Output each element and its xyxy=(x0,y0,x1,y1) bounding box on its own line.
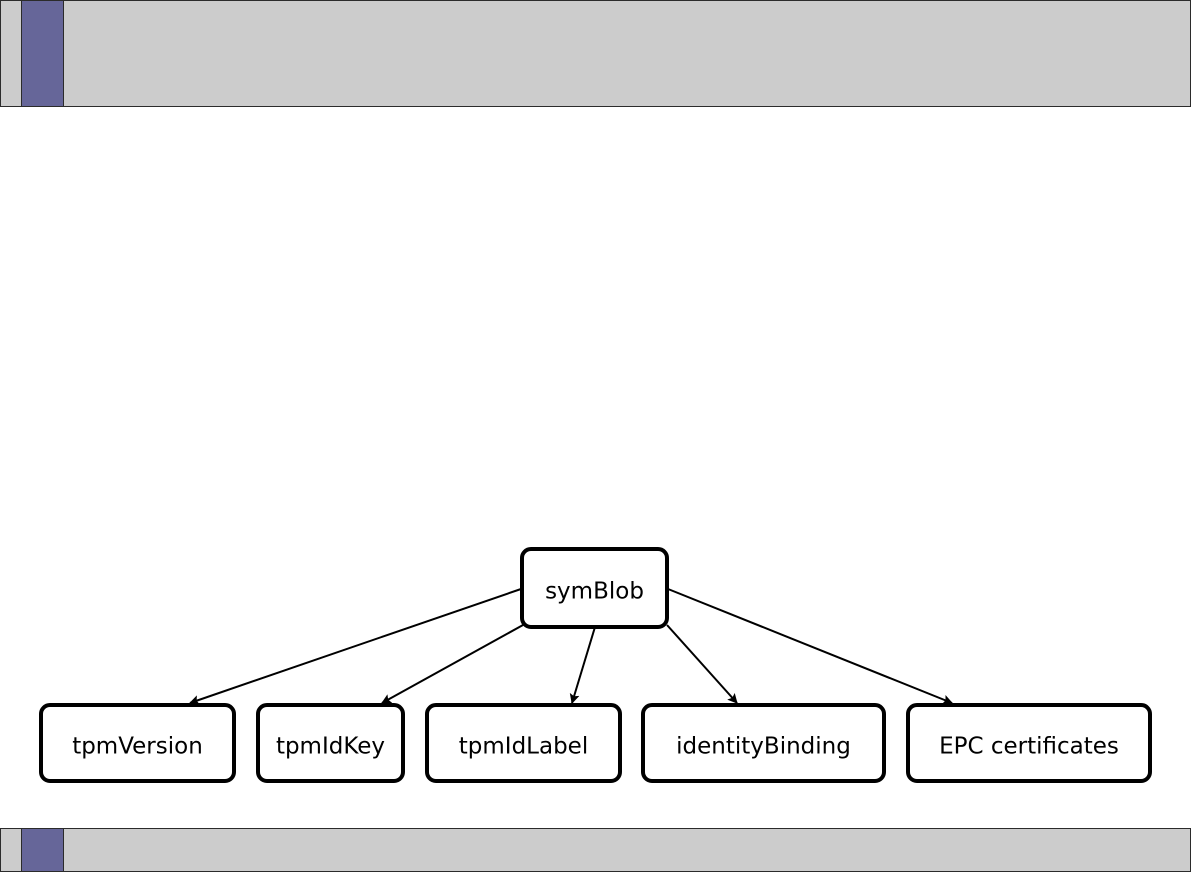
edge-root-c5 xyxy=(667,588,953,705)
node-tpmidlabel-label: tpmIdLabel xyxy=(459,734,588,760)
footer-bar xyxy=(0,828,1191,872)
node-epc-certificates-label: EPC certificates xyxy=(939,734,1119,760)
node-symblob-label: symBlob xyxy=(545,579,644,605)
node-epc-certificates: EPC certificates xyxy=(906,703,1152,783)
edge-root-c3 xyxy=(569,626,596,704)
title-bar xyxy=(0,0,1191,107)
node-tpmidkey: tpmIdKey xyxy=(256,703,405,783)
title-bar-accent xyxy=(21,1,64,106)
footer-bar-accent xyxy=(21,829,64,871)
node-tpmversion: tpmVersion xyxy=(39,703,236,783)
node-identitybinding-label: identityBinding xyxy=(676,734,851,760)
edge-root-c4 xyxy=(666,624,738,704)
node-tpmversion-label: tpmVersion xyxy=(72,734,203,760)
edge-root-c2 xyxy=(381,624,524,704)
node-tpmidlabel: tpmIdLabel xyxy=(425,703,622,783)
edge-root-c1 xyxy=(189,588,522,705)
node-tpmidkey-label: tpmIdKey xyxy=(276,734,385,760)
node-symblob: symBlob xyxy=(520,547,669,629)
node-identitybinding: identityBinding xyxy=(641,703,886,783)
